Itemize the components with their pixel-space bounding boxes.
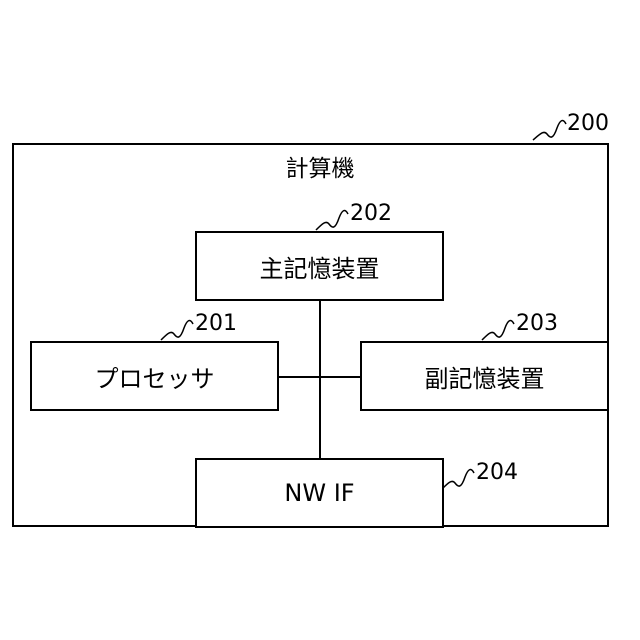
nw-if-label: NW IF <box>284 479 354 507</box>
ref-label-201: 201 <box>195 311 237 336</box>
secondary-memory-label: 副記憶装置 <box>425 359 545 394</box>
secondary-memory-box: 副記憶装置 <box>360 341 609 411</box>
ref-label-203: 203 <box>516 311 558 336</box>
leader-squiggle-200 <box>533 121 566 140</box>
nw-if-box: NW IF <box>195 458 444 528</box>
main-memory-box: 主記憶装置 <box>195 231 444 301</box>
main-memory-label: 主記憶装置 <box>260 249 380 284</box>
processor-label: プロセッサ <box>95 359 215 394</box>
computer-title: 計算機 <box>0 149 640 183</box>
ref-label-204: 204 <box>476 460 518 485</box>
ref-label-200: 200 <box>567 111 609 136</box>
ref-label-202: 202 <box>350 201 392 226</box>
processor-box: プロセッサ <box>30 341 279 411</box>
